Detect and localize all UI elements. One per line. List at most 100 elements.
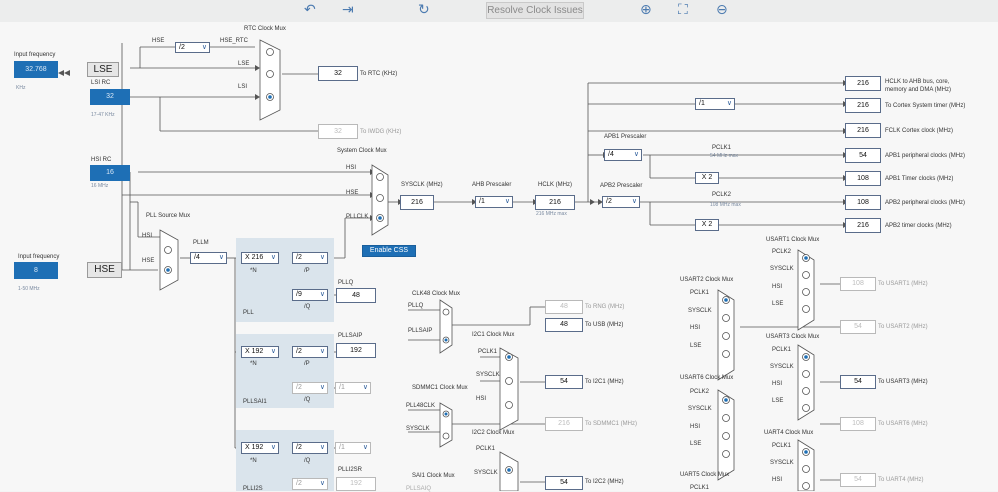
i2c1-mux-title: I2C1 Clock Mux — [472, 332, 515, 338]
apb1-timer-output-value[interactable]: 108 — [845, 171, 881, 186]
resolve-clock-issues-button[interactable]: Resolve Clock Issues — [486, 2, 584, 19]
redo-icon[interactable]: ⇥ — [342, 2, 354, 18]
apb1-timer-multiplier: X 2 — [695, 172, 719, 184]
usart2-lse: LSE — [690, 343, 702, 349]
cortex-timer-divider[interactable]: /1∨ — [695, 98, 735, 110]
ahb-prescaler-select[interactable]: /1∨ — [475, 196, 513, 208]
hclk-label: HCLK (MHz) — [538, 182, 572, 188]
pllsai-q-select[interactable]: /2∨ — [292, 382, 328, 394]
usart3-sysclk: SYSCLK — [770, 364, 794, 370]
pll-source-hse: HSE — [142, 258, 155, 264]
usart2-mux-title: USART2 Clock Mux — [680, 277, 734, 283]
rtc-hse-rtc-label: HSE_RTC — [220, 38, 248, 44]
uart4-hsi: HSI — [772, 477, 783, 483]
hsi-unit: 16 MHz — [91, 183, 109, 189]
plli2s-q-select[interactable]: /2∨ — [292, 442, 328, 454]
usart1-lse: LSE — [772, 301, 784, 307]
rtc-lse-label: LSE — [238, 61, 250, 67]
pllsai-n-select[interactable]: X 192∨ — [241, 346, 279, 358]
lse-block[interactable]: LSE — [87, 62, 119, 77]
usart3-output-label: To USART3 (MHz) — [878, 379, 928, 385]
usart6-mux-title: USART6 Clock Mux — [680, 375, 734, 381]
apb1-prescaler-select[interactable]: /4∨ — [604, 149, 642, 161]
apb1-peripheral-output-label: APB1 peripheral clocks (MHz) — [885, 153, 966, 159]
hse-block[interactable]: HSE — [87, 262, 122, 278]
sdmmc-output-value: 216 — [545, 417, 583, 431]
fclk-output-value[interactable]: 216 — [845, 123, 881, 138]
pllsai-div-select[interactable]: /1∨ — [335, 382, 371, 394]
zoom-out-icon[interactable]: ⊖ — [716, 2, 728, 18]
apb2-prescaler-select[interactable]: /2∨ — [602, 196, 640, 208]
refresh-icon[interactable]: ↻ — [418, 2, 430, 18]
usart1-mux-title: USART1 Clock Mux — [766, 237, 820, 243]
pllsai-n-label: *N — [250, 361, 257, 367]
undo-icon[interactable]: ↶ — [304, 2, 316, 18]
usart1-output-label: To USART1 (MHz) — [878, 281, 928, 287]
i2c1-hsi: HSI — [476, 396, 487, 402]
rtc-hse-divider[interactable]: /2∨ — [175, 42, 210, 53]
plln-select[interactable]: X 216∨ — [241, 252, 279, 264]
hsi-rc-title: HSI RC — [91, 157, 112, 163]
apb1-timer-output-label: APB1 Timer clocks (MHz) — [885, 176, 954, 182]
zoom-in-icon[interactable]: ⊕ — [640, 2, 652, 18]
pllq-out-label: PLLQ — [338, 280, 354, 286]
chevron-down-icon: ∨ — [362, 444, 368, 451]
hsi-rc-value: 16 — [90, 165, 130, 181]
pllm-label: PLLM — [193, 240, 209, 246]
hclk-max: 216 MHz max — [536, 211, 567, 217]
usart1-output-value: 108 — [840, 277, 876, 291]
chevron-down-icon: ∨ — [201, 44, 207, 51]
usart3-mux-title: USART3 Clock Mux — [766, 334, 820, 340]
hclk-value[interactable]: 216 — [535, 195, 575, 210]
plli2s-r-select[interactable]: /2∨ — [292, 478, 328, 490]
sysclk-mux-hse: HSE — [346, 190, 359, 196]
chevron-down-icon: ∨ — [319, 480, 325, 487]
hclk-output-label2: memory and DMA (MHz) — [885, 87, 952, 93]
sysclk-value: 216 — [400, 195, 434, 210]
usart6-sysclk: SYSCLK — [688, 406, 712, 412]
fit-icon[interactable]: ⛶ — [678, 2, 688, 18]
apb2-peripheral-output-value[interactable]: 108 — [845, 195, 881, 210]
apb2-prescaler-label: APB2 Prescaler — [600, 183, 643, 189]
pllq-select[interactable]: /9∨ — [292, 289, 328, 301]
chevron-down-icon: ∨ — [270, 254, 276, 261]
ahb-prescaler-label: AHB Prescaler — [472, 182, 512, 188]
chevron-down-icon: ∨ — [633, 151, 639, 158]
pllp-select[interactable]: /2∨ — [292, 252, 328, 264]
lse-input-frequency[interactable]: 32.768 — [14, 61, 58, 78]
pll-name: PLL — [243, 310, 254, 316]
usb-output-value: 48 — [545, 318, 583, 332]
uart4-sysclk: SYSCLK — [770, 460, 794, 466]
sysclk-mux-hsi: HSI — [346, 165, 357, 171]
chevron-down-icon: ∨ — [319, 384, 325, 391]
usart2-hsi: HSI — [690, 325, 701, 331]
sdmmc-mux-title: SDMMC1 Clock Mux — [412, 385, 468, 391]
hse-input-title: Input frequency — [18, 254, 60, 260]
clk48-pllq: PLLQ — [408, 303, 424, 309]
usart3-lse: LSE — [772, 398, 784, 404]
rtc-hse-label: HSE — [152, 38, 165, 44]
rtc-mux-title: RTC Clock Mux — [244, 26, 286, 32]
plli2s-div-select[interactable]: /1∨ — [335, 442, 371, 454]
uart5-mux-title: UART5 Clock Mux — [680, 472, 730, 478]
pclk2-label: PCLK2 — [712, 192, 732, 198]
enable-css-button[interactable]: Enable CSS — [362, 245, 416, 257]
apb2-peripheral-output-label: APB2 peripheral clocks (MHz) — [885, 200, 966, 206]
plli2s-n-select[interactable]: X 192∨ — [241, 442, 279, 454]
usart2-output-value: 54 — [840, 320, 876, 334]
chevron-down-icon: ∨ — [631, 198, 637, 205]
lsi-rc-value: 32 — [90, 89, 130, 105]
chevron-down-icon: ∨ — [319, 444, 325, 451]
hclk-output-value[interactable]: 216 — [845, 76, 881, 91]
apb2-timer-output-value[interactable]: 216 — [845, 218, 881, 233]
chevron-down-icon: ∨ — [270, 348, 276, 355]
pclk1-max: 54 MHz max — [710, 153, 739, 159]
hse-input-frequency[interactable]: 8 — [14, 262, 58, 279]
i2c1-output-value: 54 — [545, 375, 583, 389]
apb1-peripheral-output-value[interactable]: 54 — [845, 148, 881, 163]
pllm-select[interactable]: /4∨ — [190, 252, 227, 264]
chevron-down-icon: ∨ — [319, 291, 325, 298]
uart4-output-value: 54 — [840, 473, 876, 487]
cortex-timer-output-value[interactable]: 216 — [845, 98, 881, 113]
pllsai-p-select[interactable]: /2∨ — [292, 346, 328, 358]
